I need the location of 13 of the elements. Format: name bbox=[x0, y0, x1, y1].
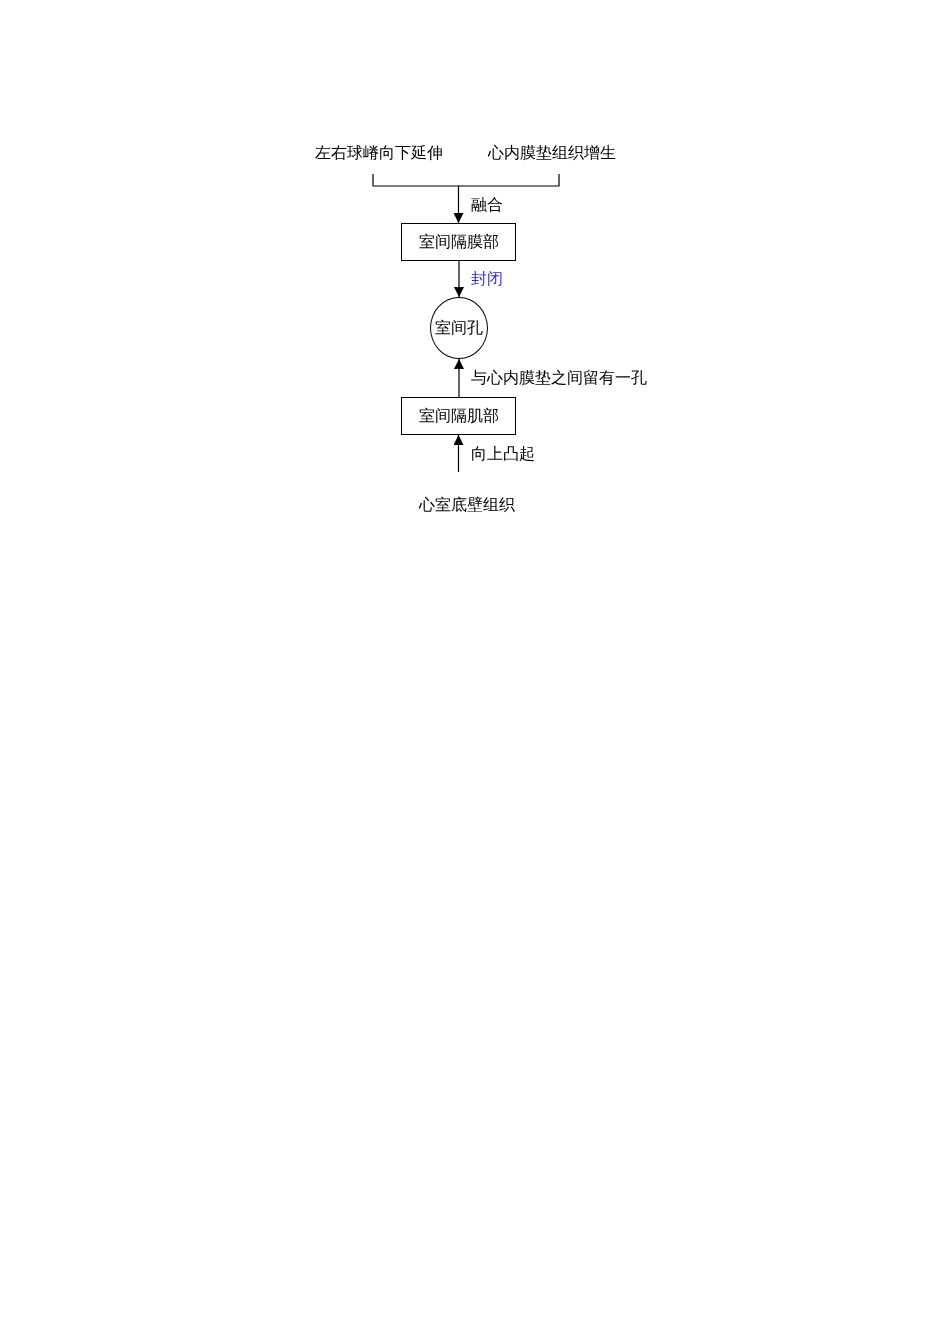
arrow bbox=[453, 434, 464, 473]
arrow bbox=[454, 260, 464, 298]
node-text: 心室底壁组织 bbox=[416, 495, 518, 515]
node-text: 左右球嵴向下延伸 bbox=[312, 143, 446, 163]
node-text: 心内膜垫组织增生 bbox=[484, 143, 620, 163]
arrow bbox=[372, 173, 560, 224]
edge-label: 向上凸起 bbox=[470, 444, 535, 463]
arrow bbox=[454, 358, 464, 398]
process-box: 室间隔肌部 bbox=[401, 397, 516, 435]
edge-label: 融合 bbox=[470, 195, 503, 214]
edge-label: 与心内膜垫之间留有一孔 bbox=[471, 369, 647, 387]
edge-label: 封闭 bbox=[471, 270, 503, 288]
process-box: 室间隔膜部 bbox=[401, 223, 516, 261]
